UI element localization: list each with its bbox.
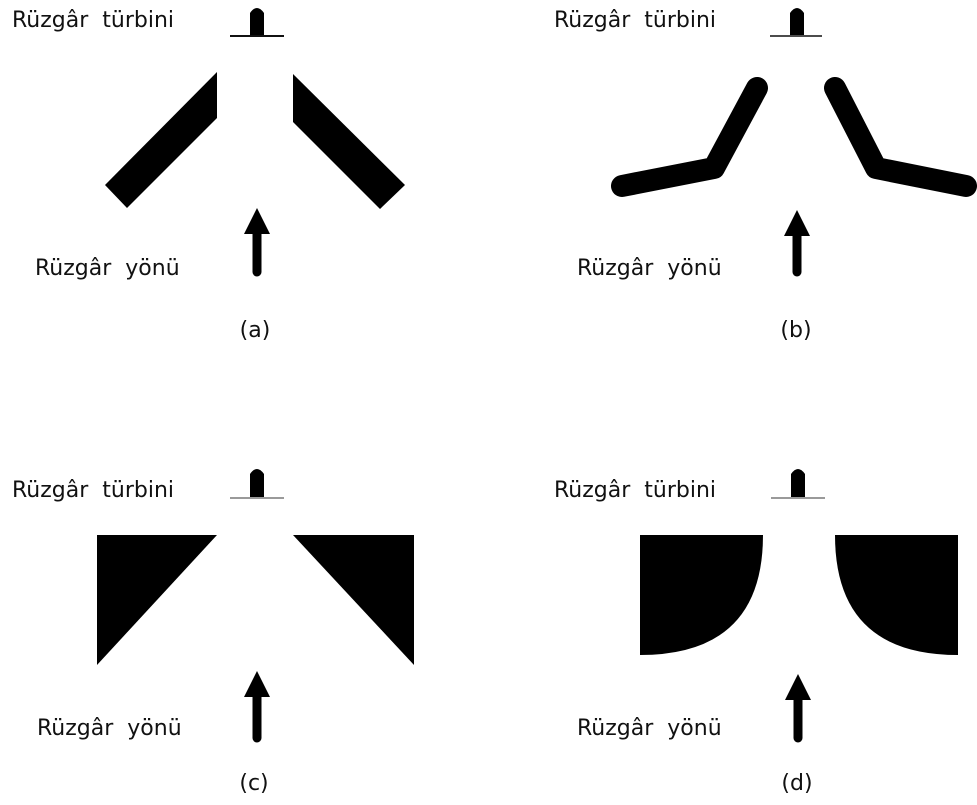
panel-c	[97, 469, 414, 743]
right-quarter-circle-deflector	[835, 535, 958, 655]
turbine-label-b: Rüzgâr türbini	[554, 8, 717, 33]
left-deflector-plate	[105, 72, 217, 208]
wind-arrow-icon	[244, 671, 270, 743]
right-deflector-plate	[293, 74, 405, 209]
caption-a: (a)	[239, 318, 271, 343]
left-quarter-circle-deflector	[640, 535, 763, 655]
wind-direction-label-c: Rüzgâr yönü	[37, 716, 182, 741]
panel-d	[640, 469, 958, 743]
turbine-icon	[770, 8, 822, 37]
wind-direction-label-a: Rüzgâr yönü	[35, 256, 180, 281]
caption-d: (d)	[781, 771, 813, 796]
turbine-label-c: Rüzgâr türbini	[12, 478, 175, 503]
left-curved-deflector	[611, 77, 768, 197]
turbine-icon	[230, 8, 284, 37]
turbine-label-a: Rüzgâr türbini	[12, 8, 175, 33]
wind-arrow-icon	[785, 674, 811, 743]
wind-arrow-icon	[244, 208, 270, 277]
turbine-label-d: Rüzgâr türbini	[554, 478, 717, 503]
right-triangle-deflector	[293, 535, 414, 665]
wind-direction-label-d: Rüzgâr yönü	[577, 716, 722, 741]
wind-arrow-icon	[784, 210, 810, 277]
left-triangle-deflector	[97, 535, 217, 665]
caption-b: (b)	[780, 318, 812, 343]
turbine-icon	[771, 469, 825, 499]
caption-c: (c)	[239, 771, 269, 796]
panel-b	[611, 8, 977, 277]
right-curved-deflector	[824, 77, 977, 197]
turbine-icon	[230, 469, 284, 499]
panel-a	[105, 8, 405, 277]
wind-direction-label-b: Rüzgâr yönü	[577, 256, 722, 281]
